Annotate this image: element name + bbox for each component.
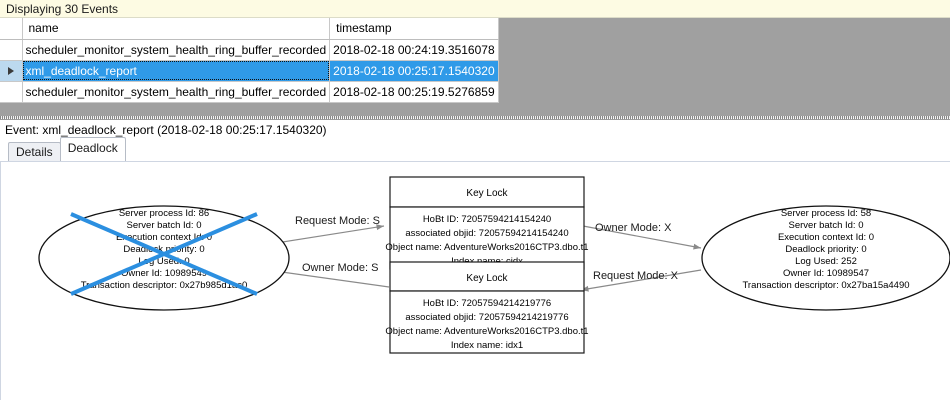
resource-bottom-line-3: Index name: idx1 bbox=[451, 340, 523, 351]
victim-process-ellipse[interactable] bbox=[38, 205, 290, 311]
winner-line-5: Owner Id: 10989547 bbox=[783, 268, 869, 279]
winner-process-ellipse[interactable] bbox=[701, 205, 950, 311]
edge-label-owner-mode-x: Owner Mode: X bbox=[595, 222, 672, 234]
column-header-timestamp[interactable]: timestamp bbox=[329, 18, 499, 40]
edge-owner-mode-x: Owner Mode: X bbox=[582, 222, 702, 250]
row-selector-triangle-icon bbox=[7, 66, 14, 75]
cell-name[interactable]: scheduler_monitor_system_health_ring_buf… bbox=[22, 39, 331, 61]
tab-details-label: Details bbox=[16, 145, 53, 159]
events-grid-area[interactable]: name timestamp scheduler_monitor_system_… bbox=[0, 18, 950, 120]
cell-timestamp[interactable]: 2018-02-18 00:24:19.3516078 bbox=[329, 39, 499, 61]
cell-name[interactable]: scheduler_monitor_system_health_ring_buf… bbox=[22, 81, 331, 103]
resource-bottom-body-box[interactable] bbox=[389, 290, 585, 354]
row-selector-cell[interactable] bbox=[0, 39, 23, 61]
row-selector-header bbox=[0, 18, 23, 40]
tab-details[interactable]: Details bbox=[8, 142, 61, 163]
events-count-label: Displaying 30 Events bbox=[6, 1, 119, 16]
victim-process-node[interactable]: Server process Id: 86 Server batch Id: 0… bbox=[38, 205, 290, 311]
resource-bottom-line-0: HoBt ID: 72057594214219776 bbox=[423, 298, 551, 309]
winner-line-3: Deadlock priority: 0 bbox=[785, 244, 866, 255]
resource-top-line-1: associated objid: 72057594214154240 bbox=[405, 228, 568, 239]
row-selector-cell[interactable] bbox=[0, 81, 23, 103]
resource-top-line-0: HoBt ID: 72057594214154240 bbox=[423, 214, 551, 225]
resource-bottom-line-2: Object name: AdventureWorks2016CTP3.dbo.… bbox=[385, 326, 588, 337]
tab-deadlock-label: Deadlock bbox=[67, 141, 118, 155]
winner-line-1: Server batch Id: 0 bbox=[789, 220, 864, 231]
tab-deadlock[interactable]: Deadlock bbox=[59, 137, 126, 161]
victim-cross-icon bbox=[70, 212, 258, 296]
winner-process-node[interactable]: Server process Id: 58 Server batch Id: 0… bbox=[701, 205, 950, 311]
table-row[interactable]: scheduler_monitor_system_health_ring_buf… bbox=[0, 81, 499, 103]
winner-line-0: Server process Id: 58 bbox=[781, 208, 871, 219]
resource-node-top[interactable]: Key Lock HoBt ID: 72057594214154240 asso… bbox=[385, 176, 589, 270]
event-detail-header: Event: xml_deadlock_report (2018-02-18 0… bbox=[0, 120, 950, 140]
table-row[interactable]: scheduler_monitor_system_health_ring_buf… bbox=[0, 39, 499, 61]
column-header-name[interactable]: name bbox=[22, 18, 331, 40]
victim-line-0: Server process Id: 86 bbox=[119, 208, 209, 219]
detail-tabstrip[interactable]: Details Deadlock bbox=[0, 137, 950, 163]
resource-node-bottom[interactable]: Key Lock HoBt ID: 72057594214219776 asso… bbox=[385, 261, 589, 354]
resource-bottom-title: Key Lock bbox=[466, 273, 508, 284]
table-row[interactable]: xml_deadlock_report 2018-02-18 00:25:17.… bbox=[0, 60, 499, 82]
winner-line-2: Execution context Id: 0 bbox=[778, 232, 874, 243]
victim-line-5: Owner Id: 10989549 bbox=[121, 268, 207, 279]
deadlock-graph-canvas[interactable]: Request Mode: S Owner Mode: S Owner Mode… bbox=[0, 161, 950, 400]
edge-label-owner-mode-s: Owner Mode: S bbox=[302, 262, 378, 274]
resource-bottom-line-1: associated objid: 72057594214219776 bbox=[405, 312, 568, 323]
victim-line-6: Transaction descriptor: 0x27b985d1ac0 bbox=[81, 280, 248, 291]
victim-line-1: Server batch Id: 0 bbox=[127, 220, 202, 231]
deadlock-graph-svg: Request Mode: S Owner Mode: S Owner Mode… bbox=[38, 176, 950, 354]
splitter-handle[interactable] bbox=[0, 116, 950, 119]
winner-line-4: Log Used: 252 bbox=[795, 256, 857, 267]
edge-request-mode-x: Request Mode: X bbox=[580, 269, 702, 292]
events-grid[interactable]: name timestamp scheduler_monitor_system_… bbox=[0, 18, 499, 103]
edge-label-request-mode-x: Request Mode: X bbox=[593, 270, 679, 282]
events-count-banner: Displaying 30 Events bbox=[0, 0, 950, 18]
cell-name[interactable]: xml_deadlock_report bbox=[22, 60, 331, 82]
event-detail-header-label: Event: xml_deadlock_report (2018-02-18 0… bbox=[5, 123, 327, 137]
resource-top-line-2: Object name: AdventureWorks2016CTP3.dbo.… bbox=[385, 242, 588, 253]
victim-line-3: Deadlock priority: 0 bbox=[123, 244, 204, 255]
events-grid-header-row: name timestamp bbox=[0, 18, 499, 40]
resource-bottom-title-box[interactable] bbox=[389, 261, 585, 292]
victim-line-4: Log Used: 0 bbox=[138, 256, 189, 267]
winner-line-6: Transaction descriptor: 0x27ba15a4490 bbox=[742, 280, 909, 291]
cell-timestamp[interactable]: 2018-02-18 00:25:19.5276859 bbox=[329, 81, 499, 103]
victim-line-2: Execution context Id: 0 bbox=[116, 232, 212, 243]
row-selector-cell[interactable] bbox=[0, 60, 23, 82]
resource-top-title: Key Lock bbox=[466, 188, 508, 199]
edge-label-request-mode-s: Request Mode: S bbox=[295, 215, 380, 227]
cell-timestamp[interactable]: 2018-02-18 00:25:17.1540320 bbox=[329, 60, 499, 82]
